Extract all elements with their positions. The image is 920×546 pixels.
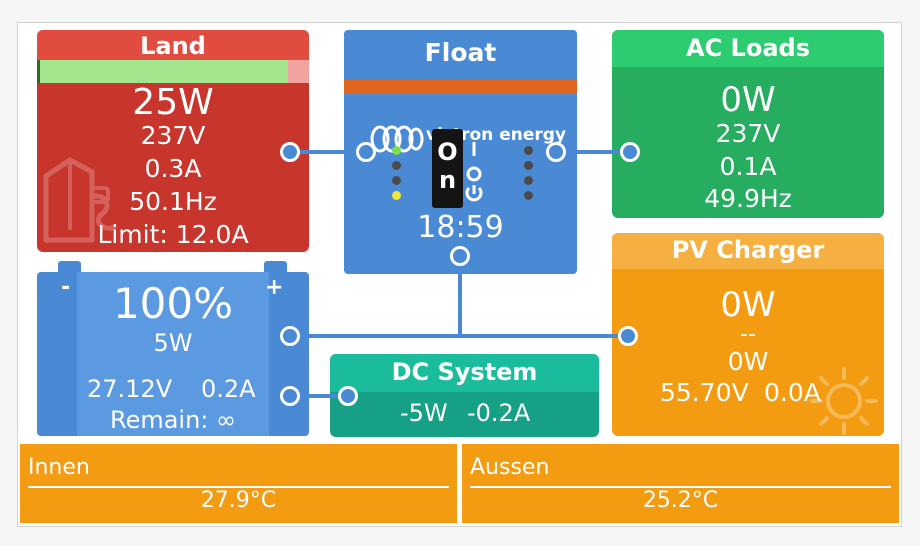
connector-inverter-in <box>356 142 376 162</box>
land-current: 0.3A <box>144 154 202 183</box>
battery-terminal-negative <box>58 261 81 274</box>
inverter-left-led-3 <box>392 176 401 185</box>
inverter-right-led-4 <box>524 191 533 200</box>
inverter-mode-icons <box>464 136 484 206</box>
ac-loads-power: 0W <box>720 80 776 120</box>
temperature-divider-aussen <box>470 486 891 488</box>
inverter-time: 18:59 <box>417 210 504 245</box>
land-tile[interactable]: Land 25W 237V 0.3A 50.1Hz Limit: 12.0A <box>37 30 309 252</box>
wire-battery-pv <box>290 334 628 338</box>
wire-inverter-acloads <box>558 150 632 154</box>
battery-soc: 100% <box>112 279 234 328</box>
battery-power: 5W <box>153 329 193 357</box>
dc-system-title: DC System <box>330 354 599 392</box>
battery-minus-label: - <box>61 275 71 300</box>
land-limit: Limit: 12.0A <box>97 220 249 249</box>
ac-loads-voltage: 237V <box>715 119 781 148</box>
connector-inverter-out <box>546 142 566 162</box>
inverter-left-led-1 <box>392 146 401 155</box>
connector-dcsystem-in <box>338 386 358 406</box>
ac-loads-title: AC Loads <box>612 30 884 67</box>
inverter-right-led-2 <box>524 161 533 170</box>
temperature-value-innen: 27.9°C <box>200 488 277 513</box>
land-voltage: 237V <box>140 121 206 150</box>
land-plug-icon <box>40 148 120 248</box>
temperature-divider-innen <box>28 486 449 488</box>
connector-battery-dc <box>280 386 300 406</box>
ac-loads-frequency: 49.9Hz <box>704 184 792 213</box>
land-title: Land <box>37 30 309 60</box>
battery-tile[interactable]: - + 100% 5W 27.12V 0.2A Remain: ∞ <box>37 272 309 436</box>
temperature-tile-aussen[interactable]: Aussen 25.2°C <box>462 444 899 523</box>
pv-charger-tile[interactable]: PV Charger 0W -- 0W 55.70V 0.0A <box>612 233 884 436</box>
land-frequency: 50.1Hz <box>129 187 217 216</box>
sun-icon <box>808 365 880 436</box>
pv-charger-power-2: 0W <box>727 347 769 376</box>
battery-remain: Remain: ∞ <box>109 406 237 434</box>
inverter-left-led-4 <box>392 191 401 200</box>
switch-on-top-label: O <box>437 138 458 166</box>
land-current-bar <box>37 60 309 83</box>
wire-land-inverter <box>290 150 368 154</box>
land-power: 25W <box>132 82 214 123</box>
pv-charger-power: 0W <box>720 285 776 325</box>
battery-soc-fill <box>77 272 269 436</box>
pv-charger-dashes: -- <box>740 322 756 347</box>
connector-battery-bus <box>280 326 300 346</box>
dc-system-current: -0.2A <box>467 399 531 427</box>
connector-land-out <box>280 142 300 162</box>
connector-inverter-dc <box>450 246 470 266</box>
battery-terminal-positive <box>264 261 287 274</box>
dc-system-tile[interactable]: DC System -5W -0.2A <box>330 354 599 437</box>
temperature-value-aussen: 25.2°C <box>642 488 719 513</box>
connector-acloads-in <box>620 142 640 162</box>
inverter-stripe <box>344 80 577 94</box>
inverter-tile[interactable]: Float victron energy O n 18:59 <box>344 30 577 274</box>
pv-charger-title: PV Charger <box>612 233 884 269</box>
inverter-left-led-2 <box>392 161 401 170</box>
battery-plus-label: + <box>265 275 284 300</box>
land-current-bar-fill <box>37 60 288 83</box>
switch-on-bottom-label: n <box>438 166 457 194</box>
inverter-right-led-1 <box>524 146 533 155</box>
ac-loads-current: 0.1A <box>719 152 777 181</box>
temperature-label-innen: Innen <box>28 455 90 480</box>
inverter-state: Float <box>424 38 497 67</box>
battery-voltage: 27.12V <box>87 375 173 403</box>
ac-loads-tile[interactable]: AC Loads 0W 237V 0.1A 49.9Hz <box>612 30 884 218</box>
inverter-right-led-3 <box>524 176 533 185</box>
battery-current: 0.2A <box>201 375 256 403</box>
wire-inverter-dcbus <box>458 254 462 336</box>
pv-charger-voltage: 55.70V <box>660 378 749 407</box>
inverter-on-switch[interactable]: O n <box>432 129 463 208</box>
temperature-label-aussen: Aussen <box>470 455 550 480</box>
pv-charger-current: 0.0A <box>764 378 821 407</box>
wire-battery-dcsystem <box>290 394 348 398</box>
dc-system-power: -5W <box>400 399 448 427</box>
temperature-tile-innen[interactable]: Innen 27.9°C <box>20 444 457 523</box>
connector-pv-out <box>618 326 638 346</box>
